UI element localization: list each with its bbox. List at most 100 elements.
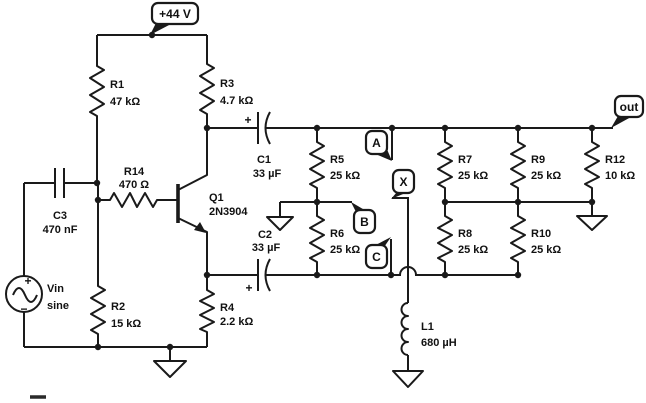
r10-value: 25 kΩ [531, 244, 561, 256]
ground-symbol-r12[interactable] [576, 202, 608, 231]
resistor-r1[interactable]: R1 47 kΩ [89, 35, 140, 183]
flag-x-label: X [399, 175, 407, 189]
resistor-r8[interactable]: R8 25 kΩ [437, 202, 488, 275]
resistor-r6[interactable]: R6 25 kΩ [309, 202, 360, 275]
flag-node-a[interactable]: A [364, 129, 392, 161]
flag-a-label: A [372, 136, 381, 150]
flag-power-pointer-icon [150, 23, 171, 35]
ground-divider-triangle-icon [266, 216, 294, 231]
ground-r12-triangle-icon [576, 215, 608, 231]
wire-node-x-to-l1 [392, 197, 409, 303]
r1-body [89, 35, 105, 183]
resistor-r14[interactable]: R14 470 Ω [98, 166, 177, 208]
source-vin[interactable]: + − Vin sine [5, 274, 69, 316]
capacitor-c2[interactable]: + C2 33 µF [245, 229, 280, 295]
flag-out-label: out [620, 100, 639, 114]
ground-l1-triangle-icon [392, 370, 424, 388]
capacitor-c1[interactable]: + C1 33 µF [244, 111, 282, 180]
r3-name: R3 [220, 78, 234, 90]
r14-name: R14 [124, 166, 145, 178]
r2-name: R2 [111, 301, 125, 313]
r10-name: R10 [531, 228, 551, 240]
r5-name: R5 [330, 154, 344, 166]
ground-symbol-divider[interactable] [266, 202, 294, 231]
flag-node-x[interactable]: X [391, 168, 416, 199]
resistor-r3[interactable]: R3 4.7 kΩ [199, 35, 253, 128]
r7-body [437, 128, 453, 202]
junction-dots [93, 31, 596, 351]
vin-sine-icon [12, 287, 38, 303]
c3-value: 470 nF [43, 224, 78, 236]
l1-name: L1 [421, 321, 434, 333]
flag-b-box [352, 208, 377, 235]
r8-body [437, 202, 453, 275]
resistor-r4[interactable]: R4 2.2 kΩ [199, 275, 253, 347]
resistor-r10[interactable]: R10 25 kΩ [510, 202, 561, 275]
flag-b-label: B [360, 215, 369, 229]
l1-coil [400, 302, 409, 356]
r1-value: 47 kΩ [110, 96, 140, 108]
r9-body [510, 128, 526, 202]
r9-value: 25 kΩ [531, 170, 561, 182]
vin-circle [5, 275, 43, 313]
c2-value: 33 µF [252, 242, 281, 254]
r8-name: R8 [458, 228, 472, 240]
ground-symbol-main[interactable] [153, 347, 187, 378]
r4-body [199, 275, 215, 347]
q1-value: 2N3904 [209, 206, 248, 218]
r5-value: 25 kΩ [330, 170, 360, 182]
r14-value: 470 Ω [119, 179, 149, 191]
c1-polarity-plus: + [244, 113, 251, 127]
flag-out-pointer-icon [611, 116, 631, 128]
inductor-l1[interactable]: L1 680 µH [400, 302, 457, 356]
c2-polarity-plus: + [245, 281, 252, 295]
r6-value: 25 kΩ [330, 244, 360, 256]
q1-emitter [177, 217, 208, 275]
transistor-q1[interactable]: Q1 2N3904 [176, 128, 248, 275]
q1-name: Q1 [209, 192, 224, 204]
q1-collector [177, 128, 208, 191]
r3-body [199, 35, 215, 128]
flag-power-label: +44 V [159, 7, 191, 21]
l1-value: 680 µH [421, 337, 457, 349]
flag-out-box [613, 94, 645, 119]
c1-value: 33 µF [253, 168, 282, 180]
flag-a-box [364, 129, 389, 156]
c3-name: C3 [53, 210, 67, 222]
flag-power-box [150, 1, 200, 26]
resistor-r9[interactable]: R9 25 kΩ [510, 128, 561, 202]
c2-name: C2 [258, 229, 272, 241]
r4-name: R4 [220, 302, 235, 314]
flag-node-b[interactable]: B [351, 202, 377, 235]
resistor-r2[interactable]: R2 15 kΩ [90, 183, 141, 347]
flag-node-c[interactable]: C [364, 237, 391, 270]
flag-power-supply[interactable]: +44 V [150, 1, 200, 35]
r2-body [90, 183, 106, 347]
r6-body [309, 202, 325, 275]
flag-x-box [391, 168, 416, 195]
r12-name: R12 [605, 154, 625, 166]
r7-value: 25 kΩ [458, 170, 488, 182]
ground-main-triangle-icon [153, 360, 187, 378]
q1-emitter-arrow [194, 222, 206, 233]
r8-value: 25 kΩ [458, 244, 488, 256]
flag-out[interactable]: out [611, 94, 645, 128]
r14-body [98, 192, 177, 208]
r5-body [309, 128, 325, 202]
resistor-r7[interactable]: R7 25 kΩ [437, 128, 488, 202]
resistor-r5[interactable]: R5 25 kΩ [309, 128, 360, 202]
ground-symbol-l1[interactable] [392, 355, 424, 388]
c3-plates [54, 168, 65, 198]
resistor-r12[interactable]: R12 10 kΩ [584, 128, 635, 202]
r1-name: R1 [110, 79, 124, 91]
r7-name: R7 [458, 154, 472, 166]
r3-value: 4.7 kΩ [220, 95, 253, 107]
r12-body [584, 128, 600, 202]
flag-c-box [364, 243, 389, 270]
r10-body [510, 202, 526, 275]
capacitor-c3[interactable]: C3 470 nF [43, 168, 78, 236]
c1-name: C1 [257, 154, 271, 166]
c2-plate-curved [264, 258, 271, 292]
